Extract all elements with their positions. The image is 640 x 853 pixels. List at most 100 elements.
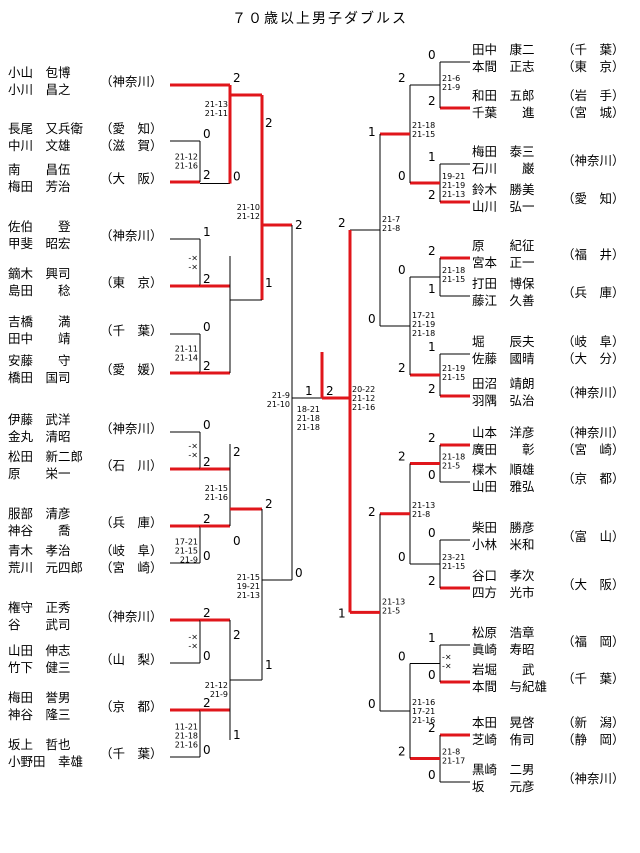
- match-score: 0: [398, 263, 406, 277]
- prefecture-label: （福 岡）: [562, 634, 625, 649]
- game-score: 21-9: [210, 690, 228, 699]
- prefecture-label: （福 井）: [562, 247, 625, 262]
- game-score: 21-18: [175, 732, 198, 741]
- game-score: 21-18: [412, 329, 435, 338]
- game-score: 21-8: [382, 224, 400, 233]
- player-name: 鈴木 勝美: [472, 182, 535, 197]
- prefecture-label: （岐 阜）: [562, 334, 625, 349]
- match-score: 0: [428, 48, 436, 62]
- player-name: 梅田 芳治: [8, 179, 71, 194]
- match-score: 2: [428, 574, 436, 588]
- player-name: 鏑木 興司: [8, 266, 71, 281]
- player-name: 甲斐 昭宏: [8, 236, 71, 251]
- player-name: 本田 晃啓: [472, 715, 535, 730]
- game-score: -×: [188, 451, 198, 460]
- player-name: 羽隅 弘治: [472, 393, 535, 408]
- player-name: 千葉 進: [472, 105, 535, 120]
- game-score: 21-12: [175, 153, 198, 162]
- player-name: 佐伯 登: [8, 219, 71, 234]
- game-score: 21-9: [272, 391, 290, 400]
- game-score: 21-10: [237, 203, 260, 212]
- prefecture-label: （東 京）: [100, 275, 163, 290]
- game-score: 17-21: [412, 707, 435, 716]
- player-name: 小林 米和: [472, 537, 535, 552]
- match-score: 0: [398, 169, 406, 183]
- game-score: 21-16: [175, 162, 198, 171]
- prefecture-label: （東 京）: [562, 59, 625, 74]
- game-score: 21-11: [205, 109, 228, 118]
- match-score: 2: [428, 382, 436, 396]
- game-score: 19-21: [442, 172, 465, 181]
- game-score: 21-16: [205, 493, 228, 502]
- game-score: -×: [188, 442, 198, 451]
- match-score: 1: [203, 225, 211, 239]
- game-score: 21-16: [175, 741, 198, 750]
- match-score: 1: [368, 125, 376, 139]
- match-score: 2: [233, 71, 241, 85]
- match-score: 0: [428, 668, 436, 682]
- match-score: 2: [203, 696, 211, 710]
- prefecture-label: （千 葉）: [562, 42, 625, 57]
- prefecture-label: （宮 崎）: [100, 560, 163, 575]
- game-score: 21-8: [412, 510, 430, 519]
- player-name: 谷 武司: [8, 617, 71, 632]
- game-score: 21-12: [205, 681, 228, 690]
- prefecture-label: （神奈川）: [100, 421, 163, 436]
- match-score: 2: [203, 359, 211, 373]
- game-score: -×: [188, 254, 198, 263]
- game-score: 21-15: [175, 547, 198, 556]
- match-score: 2: [428, 721, 436, 735]
- prefecture-label: （山 梨）: [100, 652, 163, 667]
- game-score: 18-21: [297, 405, 320, 414]
- game-score: 21-18: [412, 121, 435, 130]
- game-score: 21-13: [442, 190, 465, 199]
- player-name: 田沼 靖朗: [472, 376, 535, 391]
- prefecture-label: （神奈川）: [100, 228, 163, 243]
- game-score: 21-15: [237, 573, 260, 582]
- game-score: 21-14: [175, 354, 198, 363]
- match-score: 2: [428, 244, 436, 258]
- player-name: 荒川 元四郎: [8, 560, 83, 575]
- game-score: 21-15: [442, 373, 465, 382]
- player-name: 山川 弘一: [472, 199, 535, 214]
- game-score: 21-7: [382, 215, 400, 224]
- player-name: 岩堀 武: [472, 662, 535, 677]
- match-score: 0: [428, 768, 436, 782]
- player-name: 神谷 隆三: [8, 707, 71, 722]
- player-name: 廣田 彰: [472, 442, 535, 457]
- prefecture-label: （兵 庫）: [100, 515, 163, 530]
- prefecture-label: （京 都）: [100, 699, 163, 714]
- match-score: 2: [203, 455, 211, 469]
- game-score: 17-21: [175, 538, 198, 547]
- match-score: 1: [265, 276, 273, 290]
- player-name: 和田 五郎: [472, 88, 535, 103]
- page-title: ７０歳以上男子ダブルス: [232, 11, 408, 27]
- prefecture-label: （大 分）: [562, 351, 625, 366]
- player-name: 南 昌伍: [8, 162, 71, 177]
- player-name: 梅田 泰三: [472, 144, 535, 159]
- prefecture-label: （石 川）: [100, 458, 163, 473]
- player-name: 谷口 孝次: [472, 568, 535, 583]
- game-score: 21-16: [412, 716, 435, 725]
- player-name: 小山 包博: [8, 65, 71, 80]
- player-name: 原 紀征: [472, 238, 535, 253]
- match-score: 2: [265, 497, 273, 511]
- game-score: 21-8: [442, 748, 460, 757]
- player-name: 神谷 喬: [8, 523, 71, 538]
- prefecture-label: （京 都）: [562, 471, 625, 486]
- player-name: 橋田 国司: [8, 370, 71, 385]
- game-score: 21-19: [442, 181, 465, 190]
- game-score: 21-15: [205, 484, 228, 493]
- match-score: 0: [368, 312, 376, 326]
- player-name: 伊藤 武洋: [8, 412, 71, 427]
- prefecture-label: （滋 賀）: [100, 138, 163, 153]
- game-score: 21-15: [442, 562, 465, 571]
- match-score: 2: [398, 745, 406, 759]
- match-score: 0: [368, 697, 376, 711]
- player-name: 金丸 清昭: [8, 429, 71, 444]
- game-score: 20-22: [352, 385, 375, 394]
- prefecture-label: （神奈川）: [562, 425, 625, 440]
- match-score: 0: [203, 549, 211, 563]
- player-name: 小野田 幸雄: [8, 754, 83, 769]
